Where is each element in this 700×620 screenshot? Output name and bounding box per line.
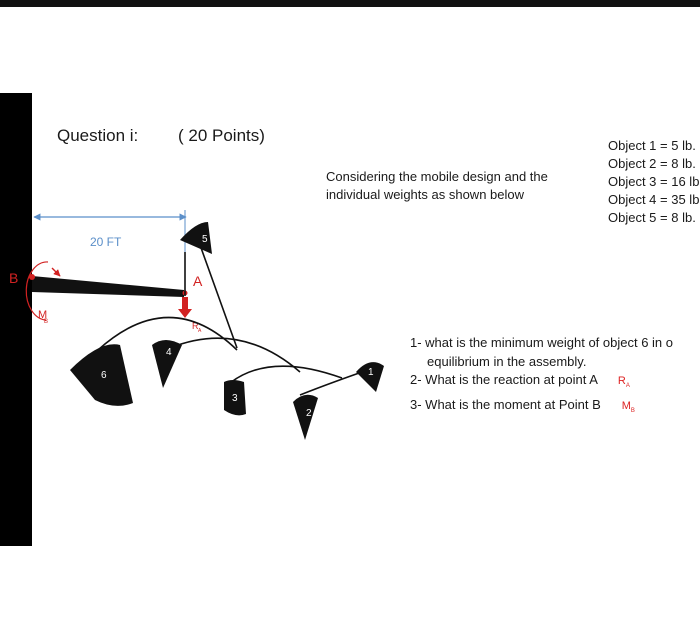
moment-symbol-letter: M [621, 399, 631, 412]
description-line-1: Considering the mobile design and the [326, 169, 548, 184]
questions-list: 1- what is the minimum weight of object … [410, 334, 673, 420]
reaction-symbol-letter: R [617, 375, 626, 387]
object-weight-4: Object 4 = 35 lb [608, 192, 700, 207]
moment-symbol: MB [621, 399, 635, 414]
reaction-symbol: RA [617, 375, 630, 389]
object-3-label: 3 [232, 393, 238, 404]
object-5-label: 5 [202, 234, 208, 245]
reaction-label: R [192, 321, 199, 331]
mobile-wires [97, 244, 363, 396]
point-b-label: B [9, 270, 18, 286]
object-2-label: 2 [306, 408, 312, 419]
reaction-label-sub: A [198, 328, 202, 334]
moment-label-sub: B [44, 319, 48, 325]
object-6-label: 6 [101, 370, 107, 381]
moment-arrow [51, 267, 61, 277]
object-weights-list: Object 1 = 5 lb. Object 2 = 8 lb. Object… [608, 137, 699, 227]
object-weight-5: Object 5 = 8 lb. [608, 210, 696, 225]
question-2: 2- What is the reaction at point A RA [410, 371, 673, 396]
moment-arc [25, 261, 49, 321]
question-2-text: 2- What is the reaction at point A [410, 372, 598, 387]
arm-6 [97, 316, 238, 351]
object-1: 1 [356, 362, 384, 392]
point-b-dot [29, 274, 35, 280]
reaction-arrow-shaft [182, 297, 188, 309]
arm-2 [299, 371, 363, 396]
object-4: 4 [152, 340, 182, 388]
question-3: 3- What is the moment at Point B MB [410, 396, 673, 421]
question-points: ( 20 Points) [178, 126, 265, 145]
object-2: 2 [293, 394, 318, 440]
question-3-text: 3- What is the moment at Point B [410, 396, 601, 412]
main-arm [32, 276, 184, 297]
object-weight-1: Object 1 = 5 lb. [608, 138, 696, 153]
object-3: 3 [224, 380, 246, 416]
object-weight-3: Object 3 = 16 lb [608, 174, 700, 189]
description-line-2: individual weights as shown below [326, 187, 525, 202]
problem-description: Considering the mobile design and the in… [326, 168, 548, 204]
arm-4 [169, 337, 301, 373]
point-a-label: A [193, 273, 203, 289]
object-5: 5 [180, 222, 212, 254]
question-1-continued: equilibrium in the assembly. [427, 353, 587, 369]
reaction-symbol-sub: A [625, 383, 630, 389]
wall-support [0, 93, 32, 546]
object-4-label: 4 [166, 347, 172, 358]
reaction-arrow-head [178, 309, 192, 318]
moment-label: M [38, 309, 47, 321]
question-1: 1- what is the minimum weight of object … [410, 335, 674, 350]
moment-symbol-sub: B [630, 407, 635, 414]
object-6: 6 [70, 344, 133, 406]
object-weight-2: Object 2 = 8 lb. [608, 156, 696, 171]
wire-to-lower-arm [199, 244, 238, 349]
dimension-label: 20 FT [90, 235, 122, 249]
top-bar [0, 0, 700, 7]
question-title: Question i: [57, 126, 139, 145]
object-1-label: 1 [368, 367, 374, 378]
arm-3 [229, 365, 343, 384]
